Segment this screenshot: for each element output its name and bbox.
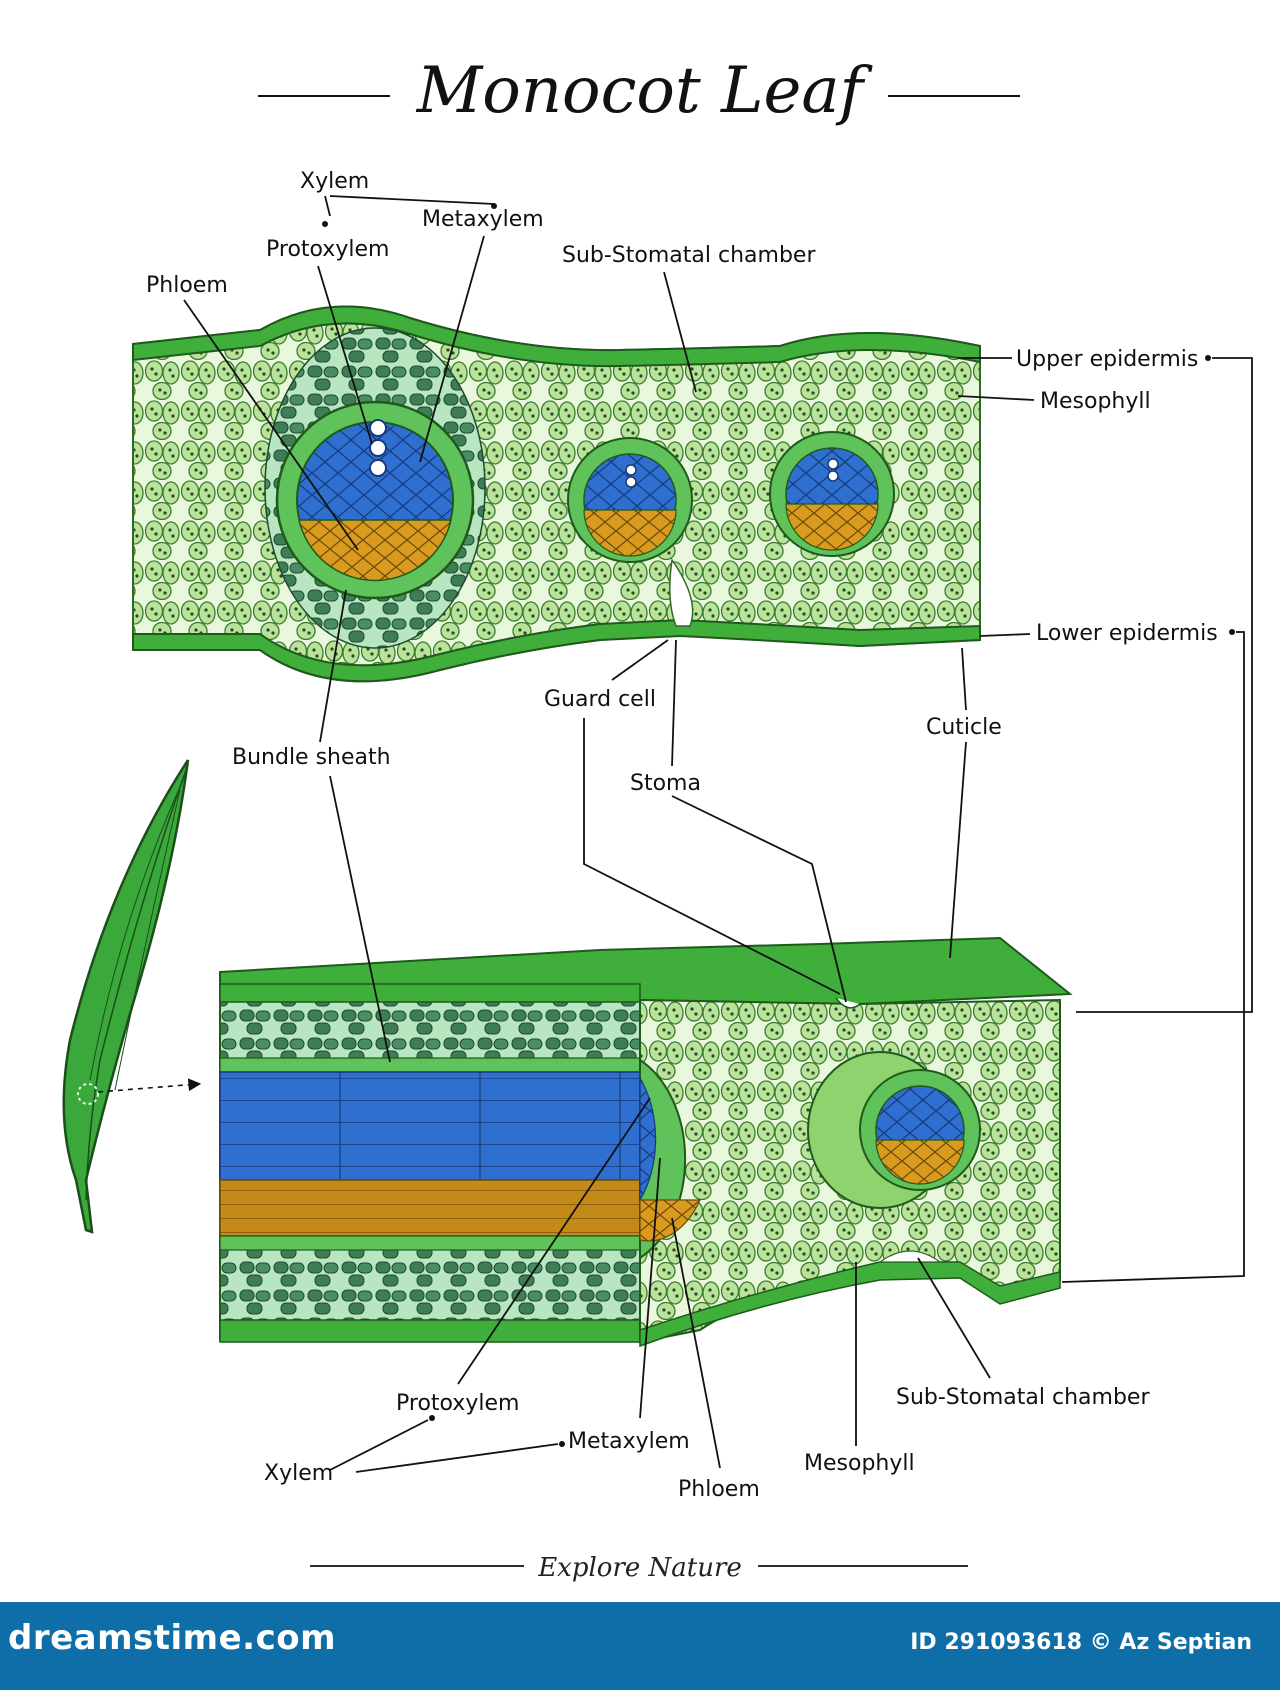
leader-cuticle-top	[961, 647, 967, 711]
protoxylem-vessel	[369, 439, 387, 457]
footer-logo[interactable]: dreamstime.com	[8, 1618, 337, 1658]
label-phloem-bottom: Phloem	[678, 1477, 760, 1502]
label-mesophyll-bottom: Mesophyll	[804, 1451, 915, 1476]
connector-upper-epidermis	[1076, 357, 1253, 1013]
leader-cuticle-bottom	[949, 741, 967, 959]
leader-sub-stomatal-top	[663, 271, 697, 393]
leader-dot	[1229, 629, 1235, 635]
label-sub-stomatal-bottom: Sub-Stomatal chamber	[896, 1385, 1150, 1410]
block-front-upper-epidermis	[219, 983, 641, 1003]
leader-xylem-bottom-b	[355, 1443, 559, 1473]
label-upper-epidermis: Upper epidermis	[1016, 347, 1198, 372]
leader-metaxylem-top	[419, 235, 485, 463]
small-bundle-phloem	[785, 503, 879, 551]
protoxylem-vessel	[827, 458, 839, 470]
label-xylem-bottom: Xylem	[264, 1461, 333, 1486]
large-bundle-phloem	[298, 519, 452, 582]
label-guard-cell: Guard cell	[544, 687, 656, 712]
leader-dot	[491, 203, 497, 209]
leader-mesophyll-top	[957, 395, 1035, 401]
label-phloem-top: Phloem	[146, 273, 228, 298]
block-front-sheath-bottom	[219, 1235, 641, 1251]
block-sub-stomatal-chamber	[878, 1250, 942, 1263]
label-cuticle: Cuticle	[926, 715, 1002, 740]
block-stoma	[835, 997, 861, 1009]
label-mesophyll-top: Mesophyll	[1040, 389, 1151, 414]
leader-bundle-sheath-bottom	[329, 775, 391, 1063]
label-metaxylem-top: Metaxylem	[422, 207, 544, 232]
leader-xylem-bottom-a	[329, 1419, 429, 1471]
leader-phloem-top	[183, 299, 359, 551]
label-xylem-top: Xylem	[300, 169, 369, 194]
protoxylem-vessel	[369, 459, 387, 477]
leader-metaxylem-bottom	[639, 1157, 661, 1419]
leader-dot	[1205, 355, 1211, 361]
label-protoxylem-top: Protoxylem	[266, 237, 389, 262]
footer-bar	[0, 1602, 1280, 1690]
block-3d-diagram	[219, 936, 1073, 1348]
block-tube-bundle-phloem	[875, 1139, 965, 1185]
leader-dot	[322, 221, 328, 227]
block-front-sheath-top	[219, 1057, 641, 1073]
connector-lower-epidermis	[1061, 631, 1245, 1283]
zoom-arrow	[97, 1078, 202, 1093]
protoxylem-vessel	[625, 464, 637, 476]
leader-lower-epidermis	[979, 633, 1031, 637]
leader-dot	[429, 1415, 435, 1421]
leader-phloem-bottom	[671, 1217, 721, 1469]
cross-section-diagram	[132, 305, 981, 683]
protoxylem-vessel	[369, 419, 387, 437]
leader-bundle-sheath-top	[319, 589, 347, 743]
leader-sub-stomatal-bottom	[917, 1257, 991, 1379]
label-stoma: Stoma	[630, 771, 701, 796]
protoxylem-vessel	[625, 476, 637, 488]
leader-dot	[559, 1441, 565, 1447]
block-side-lower-epidermis	[639, 1261, 1061, 1348]
block-front-lower-epidermis	[219, 1319, 641, 1343]
sub-stomatal-chamber	[669, 558, 694, 627]
leader-xylem-top	[324, 195, 495, 217]
protoxylem-vessel	[827, 470, 839, 482]
leader-stoma-top	[671, 639, 677, 767]
label-sub-stomatal-top: Sub-Stomatal chamber	[562, 243, 816, 268]
page-title: Monocot Leaf	[416, 54, 874, 128]
label-bundle-sheath: Bundle sheath	[232, 745, 391, 770]
connector-guard-cell	[583, 718, 841, 995]
label-lower-epidermis: Lower epidermis	[1036, 621, 1218, 646]
leader-guard-cell	[611, 639, 669, 681]
lower-epidermis-layer	[132, 618, 981, 683]
zoom-origin-marker	[77, 1083, 99, 1105]
leader-protoxylem-top	[317, 265, 373, 445]
label-protoxylem-bottom: Protoxylem	[396, 1391, 519, 1416]
small-bundle-phloem	[583, 509, 677, 557]
label-metaxylem-bottom: Metaxylem	[568, 1429, 690, 1454]
upper-epidermis-layer	[132, 305, 981, 368]
block-front-phloem	[219, 1179, 641, 1237]
footer-credit: ID 291093618 © Az Septian	[910, 1630, 1252, 1655]
annotation-layer: Xylem Metaxylem Protoxylem Phloem Sub-St…	[146, 169, 1253, 1502]
leaf-blade-illustration	[62, 759, 202, 1234]
page-subtitle: Explore Nature	[537, 1553, 742, 1583]
leader-protoxylem-bottom	[457, 1097, 651, 1385]
block-front-xylem	[219, 1071, 641, 1181]
leader-stoma-bottom	[671, 795, 847, 1003]
